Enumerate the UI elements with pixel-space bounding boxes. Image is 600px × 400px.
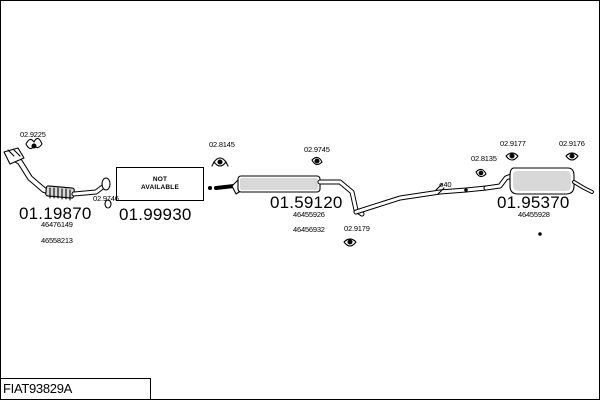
oem-number: 46476149 — [41, 220, 73, 229]
hanger-02-9745 — [311, 156, 323, 166]
fitting-label: 02.9176 — [559, 139, 585, 148]
not-available-label: NOT AVAILABLE — [140, 175, 180, 191]
fitting-label: 02.9177 — [500, 139, 526, 148]
part-number: 01.19870 — [19, 204, 92, 223]
gasket-02-9746 — [104, 199, 112, 209]
bracket-02-8145 — [211, 157, 229, 167]
fitting-label: 02.9225 — [20, 130, 46, 139]
part-number: 01.95370 — [497, 193, 570, 212]
part-number: 01.99930 — [119, 205, 192, 224]
hanger-02-9177 — [505, 152, 519, 161]
middle-silencer — [207, 175, 365, 217]
not-available-box: NOT AVAILABLE — [116, 167, 204, 201]
oem-number: 46455928 — [518, 210, 550, 219]
oem-number: 46456932 — [293, 225, 325, 234]
oem-number: 46558213 — [41, 236, 73, 245]
gasket-02-9225 — [25, 137, 43, 150]
front-pipe — [3, 147, 111, 201]
fitting-label: 02.9746 — [93, 194, 119, 203]
oem-number: 46455926 — [293, 210, 325, 219]
hanger-02-9176 — [565, 152, 579, 161]
diagram-reference: FIAT93829A — [3, 381, 73, 396]
hanger-02-8135 — [475, 168, 487, 178]
fitting-label: 02.8135 — [471, 154, 497, 163]
connecting-pipe-40 — [353, 183, 489, 215]
fitting-label: 02.9745 — [304, 145, 330, 154]
rear-silencer — [483, 167, 594, 236]
pipe-diameter-label: ø40 — [439, 180, 452, 189]
fitting-label: 02.8145 — [209, 140, 235, 149]
part-number: 01.59120 — [270, 193, 343, 212]
diagram-reference-box: FIAT93829A — [0, 378, 151, 399]
fitting-label: 02.9179 — [344, 224, 370, 233]
hanger-02-9179 — [343, 238, 357, 247]
